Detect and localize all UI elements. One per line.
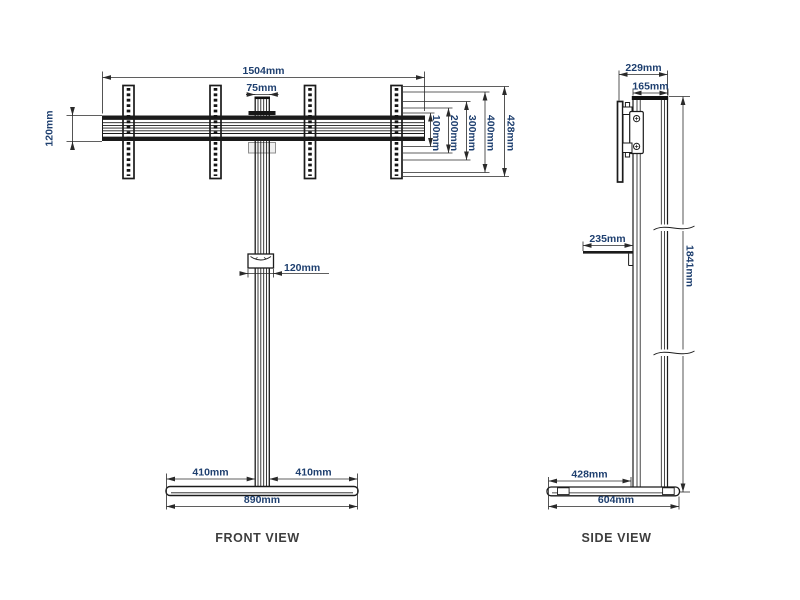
dim-label-pole-width: 75mm (246, 82, 276, 94)
dim-label-pole-depth: 165mm (632, 81, 668, 93)
front-base (165, 485, 359, 497)
front-pole (248, 96, 276, 116)
dim-label-base-depth: 604mm (598, 494, 634, 506)
side-shelf (583, 251, 633, 266)
dim-label-bracket-height: 428mm (505, 115, 517, 151)
side-dimensions (548, 70, 690, 510)
dim-label-overall-width: 1504mm (242, 65, 284, 77)
dim-label-total-depth: 229mm (625, 62, 661, 74)
tv-mount-plate (616, 100, 624, 183)
front-vesa-brackets (122, 84, 403, 180)
dim-label-base-width: 890mm (244, 494, 280, 506)
dim-label-vesa-400: 400mm (485, 115, 497, 151)
mount-bracket (629, 110, 644, 155)
bracket-slots (126, 88, 399, 176)
pole-top-cap (254, 96, 270, 100)
dim-label-vesa-200: 200mm (448, 115, 460, 151)
mount-hook-top (622, 106, 633, 115)
cable-clamp (247, 253, 275, 269)
front-view: 1504mm 75mm 120mm 100mm 200mm 300mm 400m… (44, 65, 517, 545)
mount-hook-bottom (622, 142, 633, 153)
base-foot (557, 487, 570, 496)
rail-clamp-top (248, 111, 276, 115)
dim-label-base-right: 410mm (295, 467, 331, 479)
front-pole-mid (254, 141, 270, 254)
dim-label-clamp-width: 120mm (284, 262, 320, 274)
dim-label-base-left: 410mm (192, 467, 228, 479)
dim-label-total-height: 1841mm (684, 245, 696, 287)
dim-label-base-front-offset: 428mm (571, 469, 607, 481)
break-marks (653, 224, 695, 356)
tv-mount-assembly (616, 100, 644, 183)
side-base (546, 486, 681, 497)
base-foot (662, 487, 675, 496)
pole-rail-connector (248, 142, 276, 154)
front-dimensions (66, 71, 509, 510)
dim-label-shelf-depth: 235mm (589, 233, 625, 245)
front-rail (102, 115, 425, 142)
dim-label-rail-height: 120mm (44, 110, 56, 146)
front-pole-lower (254, 268, 270, 487)
side-view: 229mm 165mm 235mm 1841mm 428mm 604mm SID… (546, 62, 696, 545)
dim-label-vesa-300: 300mm (466, 115, 478, 151)
side-view-title: SIDE VIEW (582, 531, 652, 545)
side-pole (631, 96, 669, 487)
pole-top-cap-side (631, 96, 669, 100)
dim-label-vesa-100: 100mm (430, 115, 442, 151)
front-view-title: FRONT VIEW (215, 531, 299, 545)
